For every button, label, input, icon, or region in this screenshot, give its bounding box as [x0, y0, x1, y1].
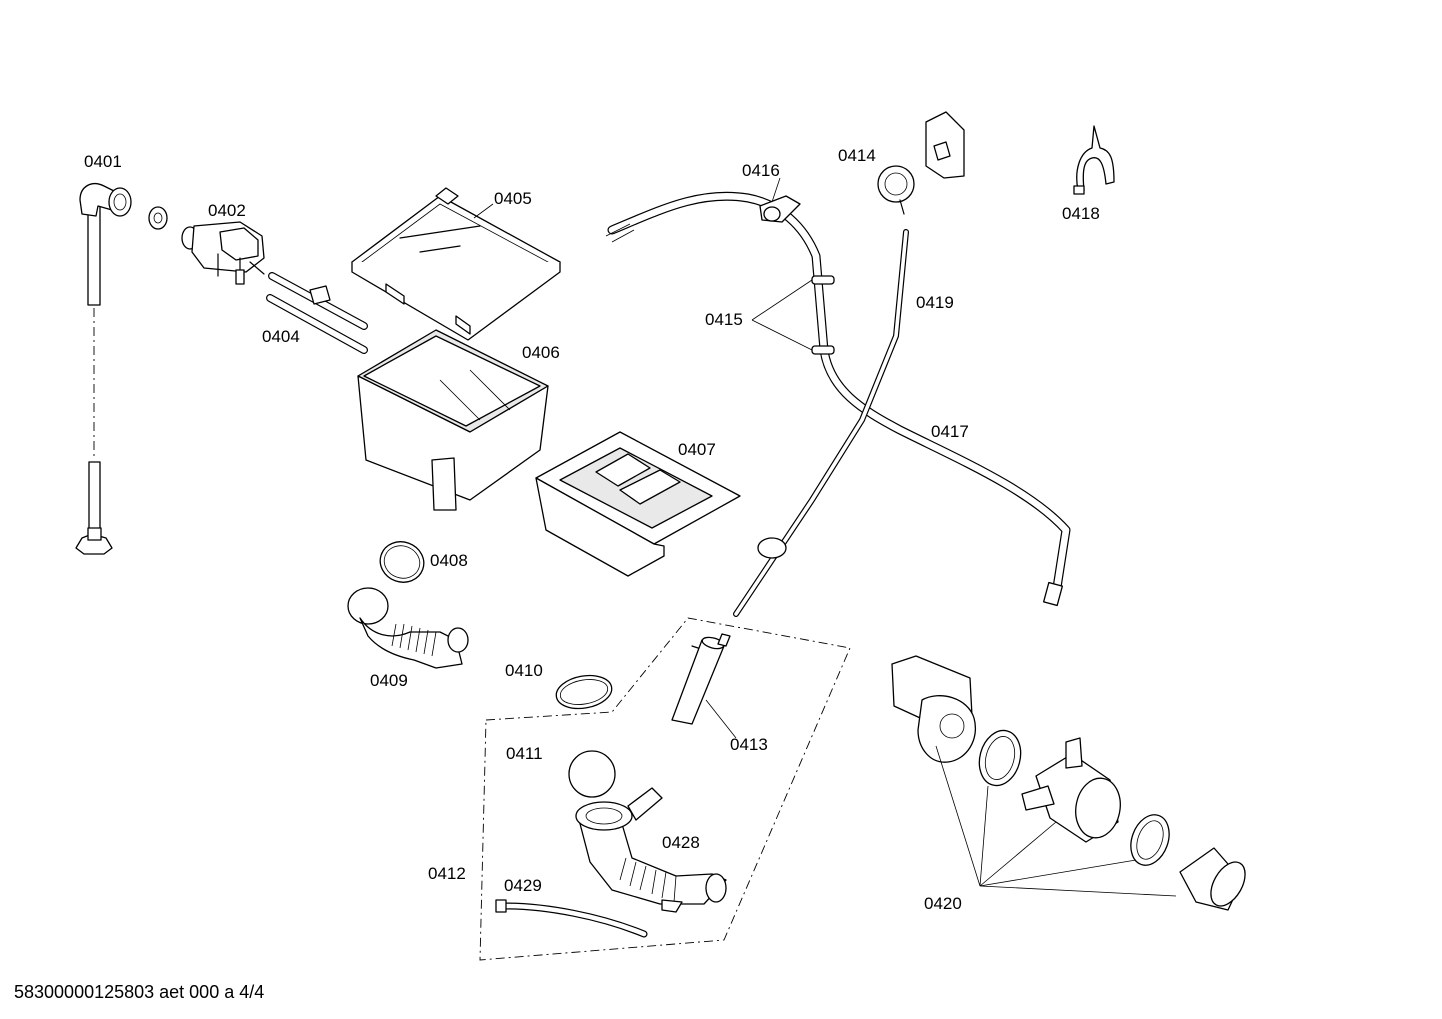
part-0406-dispenser-housing[interactable] [357, 329, 549, 511]
part-0419-pressure-hose[interactable] [733, 229, 909, 617]
part-0408-seal-ring[interactable] [374, 536, 429, 589]
label-0407: 0407 [678, 440, 716, 459]
label-0417: 0417 [931, 422, 969, 441]
label-0415: 0415 [705, 310, 743, 329]
part-0402-inlet-valve[interactable] [181, 221, 265, 285]
part-0410-seal-ring[interactable] [554, 671, 615, 712]
part-0405-dispenser-cover[interactable] [351, 187, 561, 341]
label-0414: 0414 [838, 146, 876, 165]
part-0407-detergent-drawer[interactable] [535, 431, 741, 577]
label-0419: 0419 [916, 293, 954, 312]
label-0410: 0410 [505, 661, 543, 680]
part-0418-hose-clip[interactable] [1073, 125, 1115, 195]
label-0411: 0411 [506, 744, 543, 763]
label-0416: 0416 [742, 161, 780, 180]
leader-lines [473, 177, 1177, 897]
document-id: 58300000125803 aet 000 a 4/4 [14, 982, 264, 1002]
label-0408: 0408 [430, 551, 468, 570]
label-0412: 0412 [428, 864, 466, 883]
part-0415-hose-clamps[interactable] [811, 275, 835, 355]
part-0401-hose-connector[interactable] [75, 183, 132, 555]
part-0412-group-boundary [479, 617, 851, 961]
part-0429-tube[interactable] [495, 899, 648, 938]
label-0428: 0428 [662, 833, 700, 852]
label-0401: 0401 [84, 152, 122, 171]
label-0404: 0404 [262, 327, 300, 346]
label-0413: 0413 [730, 735, 768, 754]
label-0406: 0406 [522, 343, 560, 362]
part-0428-sump-hose[interactable] [575, 787, 727, 913]
part-0414-pressure-switch[interactable] [877, 111, 965, 215]
part-labels: 0401 0402 0404 0405 0406 0407 0408 0409 … [84, 146, 1100, 913]
label-0429: 0429 [504, 876, 542, 895]
label-0402: 0402 [208, 201, 246, 220]
label-0420: 0420 [924, 894, 962, 913]
label-0418: 0418 [1062, 204, 1100, 223]
part-0420-drain-pump[interactable] [891, 655, 1252, 912]
label-0405: 0405 [494, 189, 532, 208]
part-0411-ball[interactable] [568, 750, 616, 798]
part-0404-tubes[interactable] [266, 272, 368, 354]
part-0413-air-chamber[interactable] [671, 633, 731, 725]
part-0409-bellows-hose[interactable] [347, 587, 469, 669]
label-0409: 0409 [370, 671, 408, 690]
part-0416-hose-clip[interactable] [759, 195, 801, 223]
washer-seal[interactable] [148, 206, 168, 230]
part-0417-drain-hose[interactable] [605, 191, 1071, 607]
